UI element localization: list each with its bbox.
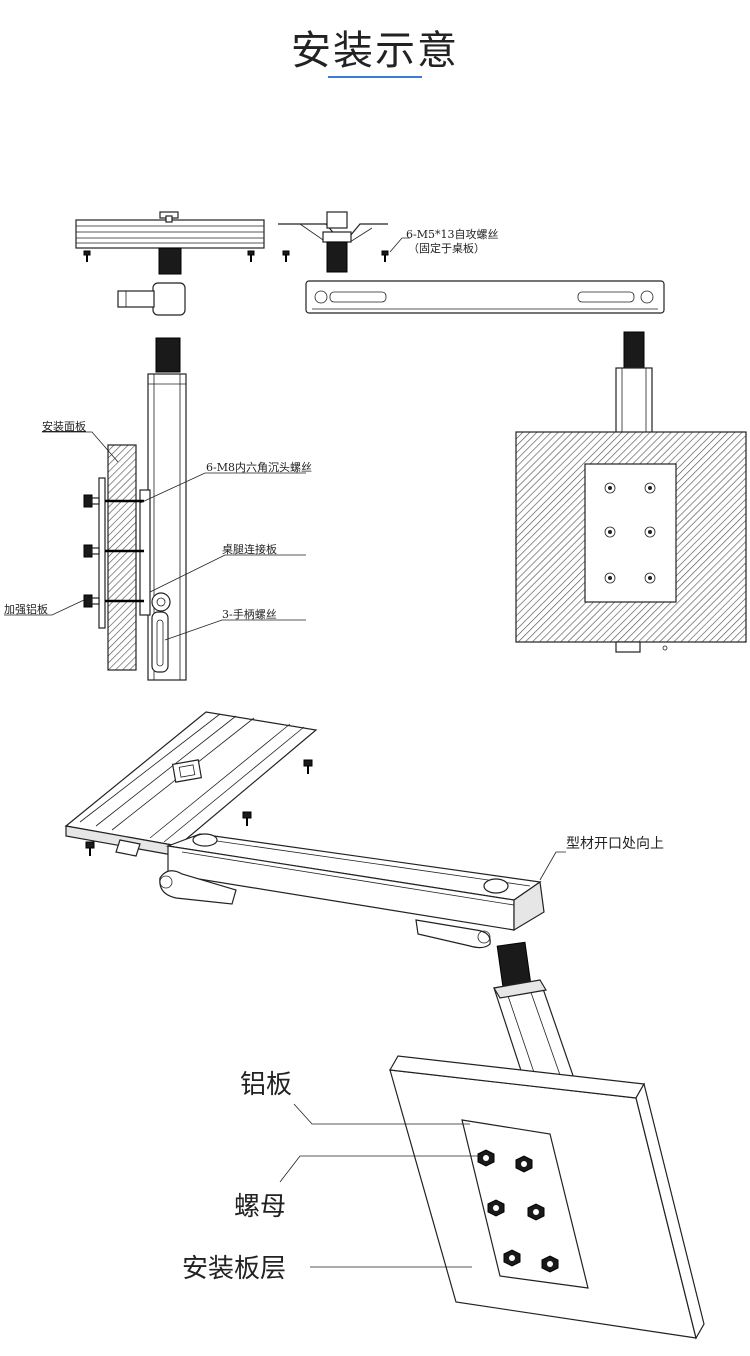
threaded-stem-front xyxy=(623,331,645,369)
nut-stub-front xyxy=(615,641,641,653)
leg-connection-plate xyxy=(139,489,151,616)
top-bracket-front xyxy=(278,211,388,273)
front-view-assembly xyxy=(278,211,747,653)
leader-screws xyxy=(389,237,410,253)
coupling-block xyxy=(117,282,186,316)
hole-mark xyxy=(662,645,668,651)
leader-lines-side xyxy=(4,431,306,641)
label-handle-screws: 3-手柄螺丝 xyxy=(222,608,277,621)
label-hex-screws: 6-M8内六角沉头螺丝 xyxy=(206,461,312,474)
tabletop-profile-iso xyxy=(64,711,318,857)
leg-column-iso xyxy=(493,979,579,1099)
label-mount-layer: 安装板层 xyxy=(182,1254,287,1284)
reinforcement-plate xyxy=(98,477,106,629)
threaded-stem-top xyxy=(158,247,182,275)
crossbar-iso xyxy=(165,833,545,932)
crossbar-front xyxy=(305,280,665,314)
screw-icons-side xyxy=(83,250,255,262)
leader-lines-iso xyxy=(279,851,566,1268)
tabletop-profile-side xyxy=(75,211,265,249)
label-profile-open: 型材开口处向上 xyxy=(566,836,664,852)
label-aluminum-plate: 铝板 xyxy=(240,1070,293,1100)
bolts-side xyxy=(83,494,144,608)
label-screws-top: 6-M5*13自攻螺丝 xyxy=(406,228,499,241)
mounting-panel-hatched xyxy=(107,444,137,671)
handles-iso xyxy=(159,870,491,949)
page-title: 安装示意 xyxy=(291,28,459,74)
side-view-assembly xyxy=(4,211,306,681)
label-screws-top-note: （固定于桌板） xyxy=(408,242,485,255)
plate-front xyxy=(584,463,677,603)
label-install-panel: 安装面板 xyxy=(42,420,86,433)
leg-column-front xyxy=(615,367,653,435)
screw-icons-front xyxy=(282,250,389,262)
label-reinforce-plate: 加强铝板 xyxy=(4,603,48,616)
handle-side xyxy=(151,592,171,673)
threaded-stem-leg xyxy=(155,337,181,373)
label-nut: 螺母 xyxy=(234,1192,287,1222)
threaded-stem-iso xyxy=(496,941,532,989)
nuts-iso xyxy=(477,1149,559,1273)
bolt-holes-front xyxy=(604,482,656,584)
title-underline xyxy=(328,76,422,78)
label-leg-plate: 桌腿连接板 xyxy=(222,543,277,556)
isometric-assembly xyxy=(64,711,705,1340)
